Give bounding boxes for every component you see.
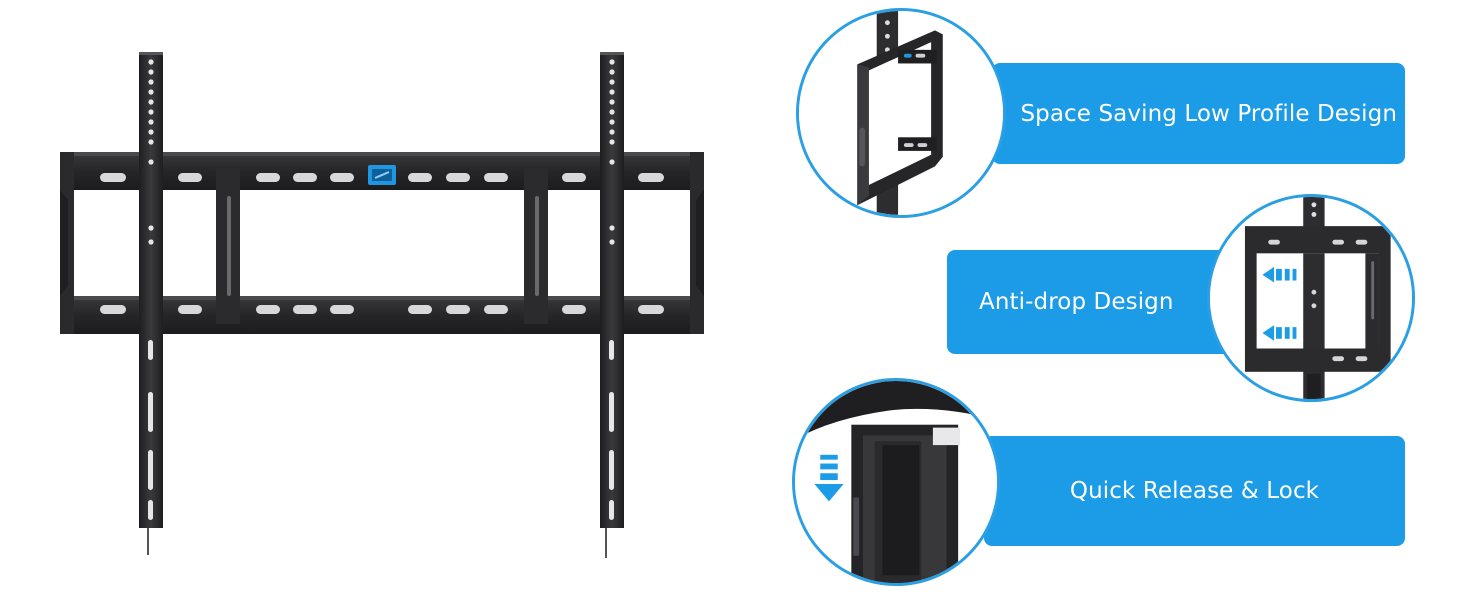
low-profile-detail-icon <box>799 11 1003 215</box>
left-tv-arm <box>139 52 163 555</box>
quick-release-detail-icon <box>795 381 997 583</box>
right-tv-arm <box>600 52 624 558</box>
anti-drop-detail-circle <box>1207 194 1415 402</box>
feature-banner-low-profile: Space Saving Low Profile Design <box>992 63 1405 164</box>
anti-drop-detail-icon <box>1210 197 1412 399</box>
low-profile-detail-circle <box>796 8 1006 218</box>
feature-label: Anti-drop Design <box>979 289 1174 315</box>
feature-label: Quick Release & Lock <box>1069 478 1320 504</box>
anti-drop-arrows-icon <box>1262 266 1297 341</box>
wall-plate <box>60 152 704 334</box>
quick-release-arrow-icon <box>814 454 844 502</box>
wall-mount-bracket-icon <box>60 52 704 558</box>
feature-banner-quick-release: Quick Release & Lock <box>984 436 1405 546</box>
quick-release-detail-circle <box>792 378 1000 586</box>
feature-label: Space Saving Low Profile Design <box>1020 100 1397 127</box>
tv-wall-mount-illustration <box>60 52 704 558</box>
